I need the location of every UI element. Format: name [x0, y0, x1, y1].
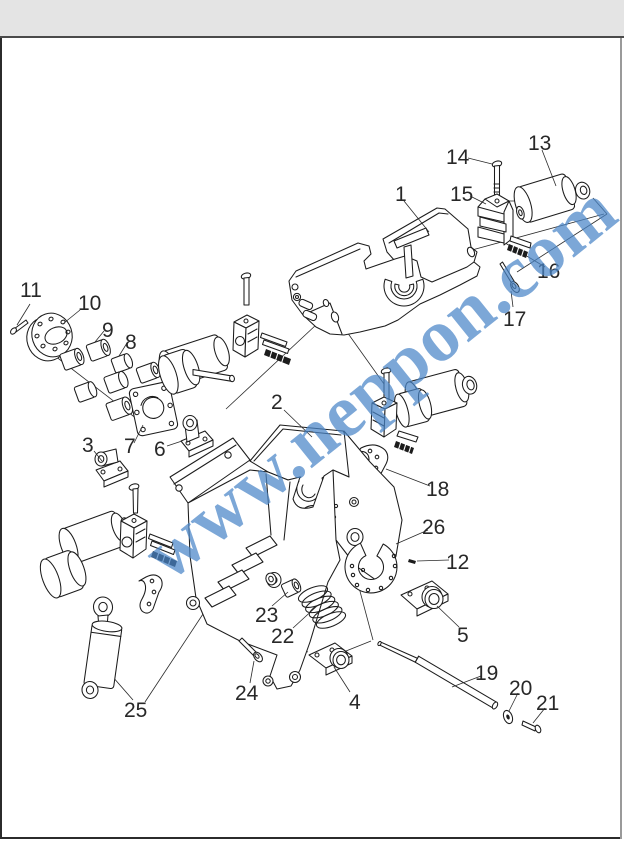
svg-text:22: 22 — [271, 625, 294, 648]
svg-text:11: 11 — [20, 279, 42, 302]
svg-text:3: 3 — [82, 434, 94, 457]
svg-text:6: 6 — [154, 438, 166, 461]
svg-text:7: 7 — [124, 435, 136, 458]
svg-text:8: 8 — [125, 331, 137, 354]
svg-text:17: 17 — [503, 308, 526, 331]
svg-text:9: 9 — [102, 319, 114, 342]
svg-text:23: 23 — [255, 604, 278, 627]
svg-text:4: 4 — [349, 691, 361, 714]
svg-text:2: 2 — [271, 391, 283, 414]
svg-text:20: 20 — [509, 677, 532, 700]
svg-text:14: 14 — [446, 146, 470, 169]
svg-text:12: 12 — [446, 551, 469, 574]
svg-text:18: 18 — [426, 478, 449, 501]
svg-text:24: 24 — [235, 682, 259, 705]
svg-text:10: 10 — [78, 292, 101, 315]
svg-text:1: 1 — [395, 183, 407, 206]
svg-text:16: 16 — [537, 260, 560, 283]
svg-text:13: 13 — [528, 132, 551, 155]
svg-text:5: 5 — [457, 624, 469, 647]
svg-text:21: 21 — [536, 692, 559, 715]
svg-text:19: 19 — [475, 662, 498, 685]
svg-text:15: 15 — [450, 183, 473, 206]
svg-text:25: 25 — [124, 699, 147, 722]
svg-text:26: 26 — [422, 516, 445, 539]
